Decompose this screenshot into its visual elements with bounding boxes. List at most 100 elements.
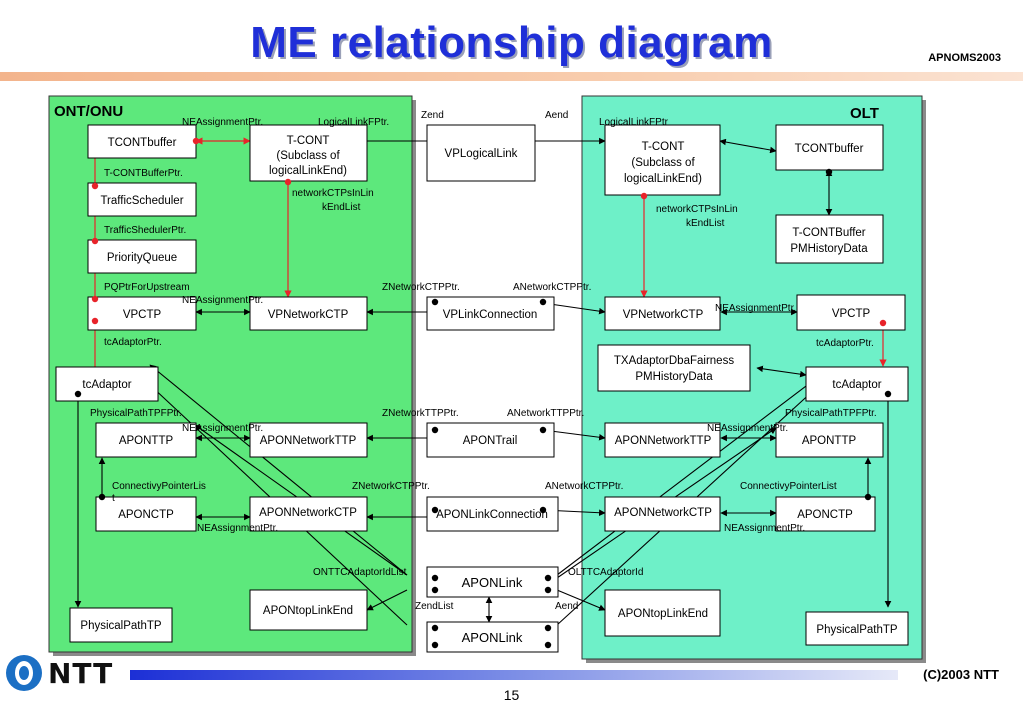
aponlink-2-box[interactable] xyxy=(426,621,559,653)
aponnetworkttp-left-box[interactable] xyxy=(249,422,368,458)
physicalpathtp-left-box[interactable] xyxy=(69,607,173,643)
aponttp-left-box[interactable] xyxy=(95,422,197,458)
label-tcadaptorptr-right: tcAdaptorPtr. xyxy=(816,338,874,349)
footer-bar xyxy=(130,670,898,680)
apontoplinkend-left-box[interactable] xyxy=(249,589,368,631)
tcontbuffer-left-label: TCONTbuffer xyxy=(108,137,177,149)
label-connectivy-left-2: t xyxy=(112,493,115,504)
aponnetworkttp-right-label: APONNetworkTTP xyxy=(615,435,712,447)
tcont-right-line3: logicalLinkEnd) xyxy=(624,173,702,185)
black-dot xyxy=(431,506,439,514)
apontoplinkend-right-box[interactable] xyxy=(604,589,721,637)
aponctp-right-box[interactable] xyxy=(775,496,876,532)
conference-label: APNOMS2003 xyxy=(928,52,1001,64)
label-physicalpathtpf-left: PhysicalPathTPFPtr. xyxy=(90,408,182,419)
vplinkconnection-label: VPLinkConnection xyxy=(443,309,538,321)
txadaptor-line2: PMHistoryData xyxy=(635,371,713,383)
red-dot xyxy=(91,295,99,303)
edge-txadaptor-tcadaptor-r xyxy=(756,365,807,378)
aponlinkconnection-box[interactable] xyxy=(426,496,559,532)
aponlinkconnection-label: APONLinkConnection xyxy=(436,509,548,521)
aponctp-right-label: APONCTP xyxy=(797,509,853,521)
label-aend-top: Aend xyxy=(545,110,568,121)
label-tcadaptorptr-left: tcAdaptorPtr. xyxy=(104,337,162,348)
black-dot xyxy=(539,426,547,434)
tcont-left-line2: (Subclass of xyxy=(276,150,340,162)
black-dot xyxy=(431,586,439,594)
label-neassign-4: NEAssignmentPtr. xyxy=(197,523,278,534)
label-znetworkctp-2: ZNetworkCTPPtr. xyxy=(352,481,430,492)
tcontbuffer-right-label: TCONTbuffer xyxy=(795,143,864,155)
tcont-left-box[interactable] xyxy=(249,124,368,182)
label-zendlist: ZendList xyxy=(415,601,454,612)
black-dot xyxy=(544,624,552,632)
physicalpathtp-right-box[interactable] xyxy=(805,611,909,646)
vpnetworkctp-left-box[interactable] xyxy=(249,296,368,331)
edge-aponlink-apontoplinkend-r xyxy=(556,589,606,611)
tcont-right-box[interactable] xyxy=(604,124,721,196)
vplogicallink-box[interactable] xyxy=(426,124,536,182)
edge-apontoplinkend-l-aponlink xyxy=(366,589,408,611)
apontrail-box[interactable] xyxy=(426,422,555,458)
tcontbuffer-history-line2: PMHistoryData xyxy=(790,243,868,255)
label-networkctps-right-1: networkCTPsInLin xyxy=(656,204,738,215)
label-neassign-right-2: NEAssignmentPtr. xyxy=(707,423,788,434)
tcont-right-line1: T-CONT xyxy=(642,141,685,153)
priorityqueue-label: PriorityQueue xyxy=(107,252,177,264)
tcont-left-line3: logicalLinkEnd) xyxy=(269,165,347,177)
label-connectivy-right: ConnectivyPointerList xyxy=(740,481,837,492)
vplinkconnection-box[interactable] xyxy=(426,296,555,331)
ntt-logo: NTT xyxy=(6,655,136,695)
trafficscheduler-label: TrafficScheduler xyxy=(100,195,183,207)
black-dot xyxy=(431,624,439,632)
tcont-left-line1: T-CONT xyxy=(287,135,330,147)
label-aend-bottom: Aend xyxy=(555,601,578,612)
aponnetworkttp-right-box[interactable] xyxy=(604,422,721,458)
label-networkctps-left-1: networkCTPsInLin xyxy=(292,188,374,199)
label-physicalpathtpf-right: PhysicalPathTPFPtr. xyxy=(785,408,877,419)
vpnetworkctp-left-label: VPNetworkCTP xyxy=(268,309,349,321)
aponnetworkctp-right-box[interactable] xyxy=(604,496,721,532)
apontoplinkend-left-label: APONtopLinkEnd xyxy=(263,605,353,617)
label-neassign-right-3: NEAssignmentPtr. xyxy=(724,523,805,534)
red-dot xyxy=(91,317,99,325)
tcadaptor-right-box[interactable] xyxy=(805,366,909,402)
black-dot xyxy=(825,168,833,176)
label-anetworkttp: ANetworkTTPPtr. xyxy=(507,408,584,419)
ntt-logo-text: NTT xyxy=(48,657,114,690)
txadaptor-box[interactable] xyxy=(597,344,751,392)
label-znetworkttp: ZNetworkTTPPtr. xyxy=(382,408,459,419)
vpctp-left-box[interactable] xyxy=(87,296,197,331)
priorityqueue-box[interactable] xyxy=(87,239,197,274)
vpnetworkctp-right-box[interactable] xyxy=(604,296,721,331)
apontoplinkend-right-label: APONtopLinkEnd xyxy=(618,608,708,620)
tcadaptor-right-label: tcAdaptor xyxy=(832,379,881,391)
aponttp-right-box[interactable] xyxy=(775,422,884,458)
aponctp-left-box[interactable] xyxy=(95,496,197,532)
black-dot xyxy=(98,493,106,501)
aponnetworkctp-left-box[interactable] xyxy=(249,496,368,532)
black-dot xyxy=(431,641,439,649)
black-dot xyxy=(544,586,552,594)
red-dot xyxy=(879,319,887,327)
tcontbuffer-history-line1: T-CONTBuffer xyxy=(792,227,865,239)
trafficscheduler-box[interactable] xyxy=(87,182,197,217)
label-onttcadaptor: ONTTCAdaptorIdList xyxy=(313,567,407,578)
label-neassign-3: NEAssignmentPtr. xyxy=(182,423,263,434)
tcadaptor-left-box[interactable] xyxy=(55,366,159,402)
label-trafficshedulerptr: TrafficShedulerPtr. xyxy=(104,225,186,236)
vpctp-right-box[interactable] xyxy=(796,294,906,331)
label-connectivy-left-1: ConnectivyPointerLis xyxy=(112,481,206,492)
aponttp-right-label: APONTTP xyxy=(802,435,857,447)
aponctp-left-label: APONCTP xyxy=(118,509,174,521)
tcontbuffer-right-box[interactable] xyxy=(775,124,884,171)
black-dot xyxy=(884,390,892,398)
tcontbuffer-history-box[interactable] xyxy=(775,214,884,264)
aponnetworkctp-left-label: APONNetworkCTP xyxy=(259,507,357,519)
vpctp-right-label: VPCTP xyxy=(832,308,871,320)
tcadaptor-left-label: tcAdaptor xyxy=(82,379,131,391)
aponlink-1-box[interactable] xyxy=(426,566,559,598)
black-dot xyxy=(539,506,547,514)
label-logicallinkfptr-left: LogicalLinkFPtr. xyxy=(318,117,389,128)
ont-group-label: ONT/ONU xyxy=(54,103,123,120)
